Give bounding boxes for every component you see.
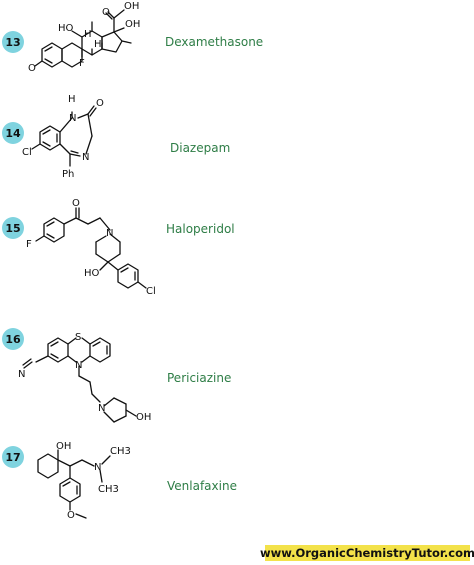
- label-n: N: [94, 462, 101, 473]
- entry-number: 17: [5, 450, 21, 464]
- label-cl: Cl: [146, 286, 156, 297]
- label-ph: Ph: [62, 169, 74, 180]
- label-f: F: [26, 239, 32, 250]
- label-s: S: [75, 332, 81, 343]
- label-ho: HO: [58, 23, 74, 34]
- website-url: www.OrganicChemistryTutor.com: [259, 545, 474, 561]
- entry-number-badge: 15: [2, 217, 24, 239]
- label-n: N: [82, 152, 89, 163]
- label-o: O: [28, 63, 36, 74]
- drug-name: Venlafaxine: [167, 479, 237, 493]
- label-oh: OH: [136, 412, 151, 423]
- entry-number: 16: [5, 332, 21, 346]
- label-oh: OH: [56, 441, 71, 452]
- label-n: N: [75, 360, 82, 371]
- entry-number: 13: [5, 35, 21, 49]
- label-o: O: [102, 7, 110, 18]
- entry-number: 14: [5, 126, 21, 140]
- label-oh: OH: [124, 1, 139, 12]
- label-ho: HO: [84, 268, 100, 279]
- label-n: N: [106, 228, 113, 239]
- entry-number-badge: 16: [2, 328, 24, 350]
- entry-number-badge: 17: [2, 446, 24, 468]
- label-h: H: [84, 29, 92, 40]
- label-o: O: [67, 510, 75, 521]
- periciazine-structure: S N N N OH: [18, 332, 151, 423]
- drug-name: Diazepam: [170, 141, 231, 155]
- drug-name: Dexamethasone: [165, 35, 264, 49]
- drug-name: Haloperidol: [166, 222, 235, 236]
- dexamethasone-structure: OH OH HO H H F O O: [28, 1, 140, 74]
- entry-number: 15: [5, 221, 21, 235]
- label-f: F: [79, 58, 85, 69]
- label-ch3: CH3: [98, 484, 119, 495]
- label-nc: N: [18, 369, 25, 380]
- label-n2: N: [98, 403, 105, 414]
- label-o: O: [96, 98, 104, 109]
- haloperidol-structure: O F N HO Cl: [26, 198, 156, 297]
- drug-name: Periciazine: [167, 371, 232, 385]
- label-cl: Cl: [22, 147, 32, 158]
- diazepam-structure: H N O N Cl Ph: [22, 94, 104, 180]
- label-ch3: CH3: [110, 446, 131, 457]
- label-o: O: [72, 198, 80, 209]
- entry-number-badge: 13: [2, 31, 24, 53]
- label-h: H: [94, 39, 102, 50]
- label-h: H: [68, 94, 76, 105]
- entry-number-badge: 14: [2, 122, 24, 144]
- label-oh: OH: [125, 19, 140, 30]
- venlafaxine-structure: OH N CH3 CH3 O: [37, 441, 131, 521]
- label-n: N: [69, 113, 76, 124]
